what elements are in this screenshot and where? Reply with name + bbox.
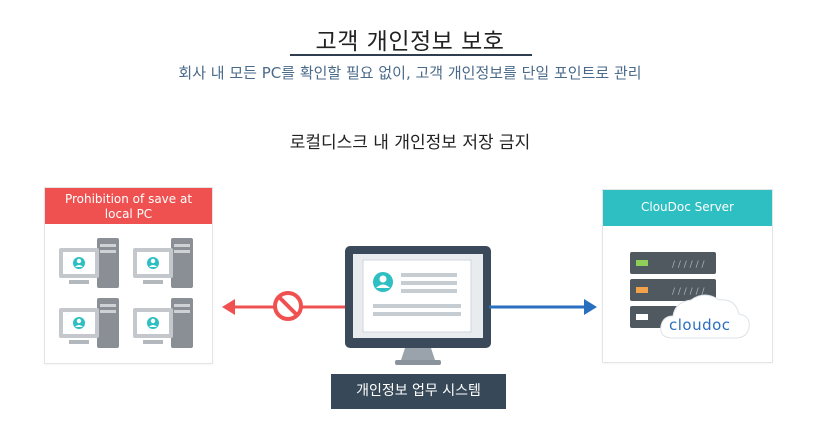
pc-icon (59, 298, 127, 356)
svg-text:/ / / / / /: / / / / / / (672, 287, 705, 297)
cloud-label: cloudoc (669, 316, 731, 334)
local-pc-panel-header: Prohibition of save at local PC (45, 188, 212, 224)
local-pc-panel: Prohibition of save at local PC (45, 188, 212, 363)
system-badge: 개인정보 업무 시스템 (331, 374, 506, 409)
section-title: 로컬디스크 내 개인정보 저장 금지 (289, 133, 531, 153)
title-underline (290, 54, 532, 56)
local-pc-header-line1: Prohibition of save at (64, 192, 193, 206)
save-to-server-arrow (489, 292, 597, 326)
monitor-icon (345, 246, 491, 372)
pc-icon (133, 238, 201, 296)
prohibited-icon (272, 290, 304, 326)
local-pc-header-line2: local PC (104, 207, 153, 221)
cloudoc-server-header: ClouDoc Server (603, 190, 772, 226)
cloud-icon (659, 290, 751, 346)
page-subtitle: 회사 내 모든 PC를 확인할 필요 없이, 고객 개인정보를 단일 포인트로 … (178, 64, 642, 82)
pc-icon (133, 298, 201, 356)
cloudoc-server-panel: ClouDoc Server / / / / / / / / / / / / c… (603, 190, 772, 362)
pc-icon (59, 238, 127, 296)
page-title: 고객 개인정보 보호 (315, 29, 505, 55)
svg-text:/ / / / / /: / / / / / / (672, 260, 705, 270)
